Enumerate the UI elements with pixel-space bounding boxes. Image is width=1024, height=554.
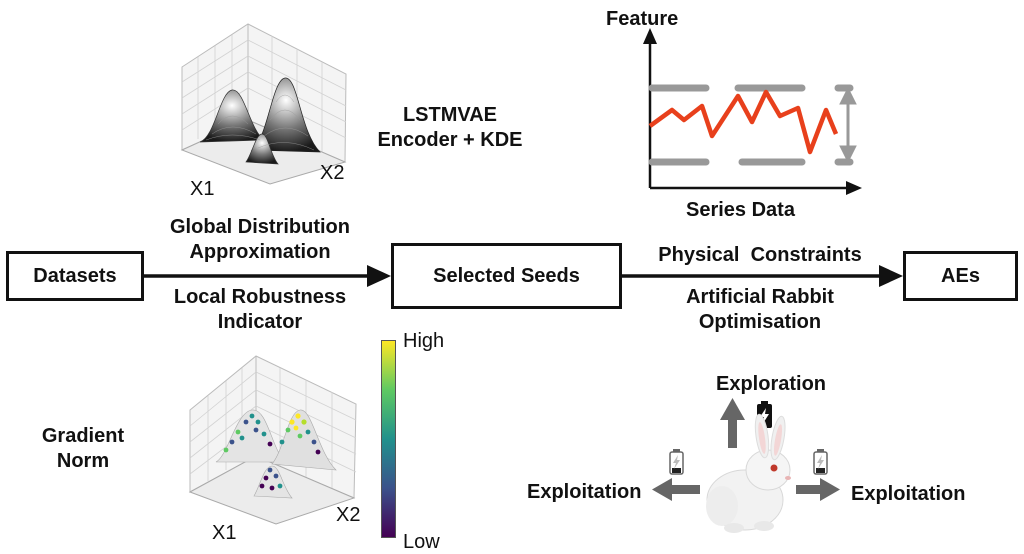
battery-icon-right xyxy=(813,449,828,475)
exploration-label: Exploration xyxy=(716,373,827,395)
arrowhead-aes xyxy=(879,265,903,287)
series-line xyxy=(648,89,839,155)
series-xlabel: Series Data xyxy=(686,199,795,221)
artificial-rabbit-label: Artificial Rabbit Optimisation xyxy=(686,286,834,333)
global-distribution-label: Global Distribution Approximation xyxy=(170,216,350,263)
gradient-surface-plot xyxy=(188,355,357,525)
physical-constraints-label: Physical Constraints xyxy=(658,244,862,266)
arrow-up-icon xyxy=(720,398,745,448)
rabbit-icon xyxy=(706,413,791,533)
datasets-label: Datasets xyxy=(33,264,117,287)
gradient-points xyxy=(223,413,321,491)
kde-axis-x2: X2 xyxy=(320,162,345,184)
aes-label: AEs xyxy=(941,264,980,287)
datasets-box: Datasets xyxy=(6,251,144,301)
battery-icon-left xyxy=(669,449,684,475)
arrowhead-seeds xyxy=(367,265,391,287)
selected-seeds-label: Selected Seeds xyxy=(433,264,580,287)
gradient-norm-title: Gradient Norm xyxy=(41,425,125,472)
gradient-axis-x2: X2 xyxy=(336,504,361,526)
rabbit-illustration xyxy=(652,398,840,533)
local-robustness-label: Local Robustness Indicator xyxy=(173,286,347,333)
colorbar xyxy=(381,340,396,538)
kde-axis-x1: X1 xyxy=(190,178,215,200)
colorbar-high-label: High xyxy=(403,330,445,352)
arrow-right-icon xyxy=(796,478,840,501)
arrow-left-icon xyxy=(652,478,700,501)
colorbar-low-label: Low xyxy=(403,531,440,553)
series-ylabel: Feature xyxy=(606,8,679,30)
range-double-arrow xyxy=(839,86,857,164)
gradient-axis-x1: X1 xyxy=(212,522,237,544)
selected-seeds-box: Selected Seeds xyxy=(391,243,622,309)
kde-surface-plot xyxy=(180,23,347,185)
aes-box: AEs xyxy=(903,251,1018,301)
exploitation-left-label: Exploitation xyxy=(527,481,642,503)
series-chart xyxy=(643,28,862,195)
encoder-label: LSTMVAE Encoder + KDE xyxy=(377,104,523,151)
exploitation-right-label: Exploitation xyxy=(851,483,966,505)
